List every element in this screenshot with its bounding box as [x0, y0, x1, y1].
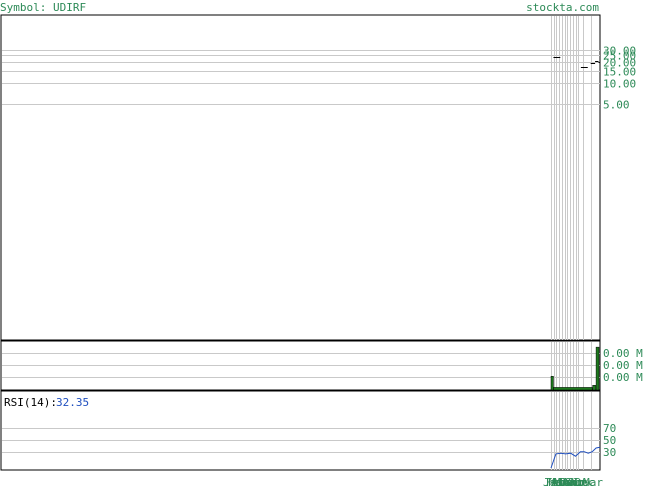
x-tick-label: Jan: [543, 476, 563, 486]
price-tick-label: 15.00: [603, 66, 636, 79]
x-tick-label: Nov: [570, 476, 590, 486]
site-name: stockta.com: [526, 1, 599, 14]
x-tick-label: Dec: [575, 476, 595, 486]
x-tick-label: Mar: [548, 476, 568, 486]
rsi-value: 32.35: [56, 396, 89, 409]
volume-tick-label: 0.00 M: [603, 371, 643, 384]
x-tick-label: Mar: [583, 476, 603, 486]
volume-bar: [550, 376, 554, 391]
x-tick-label: May: [554, 476, 574, 486]
volume-bar: [592, 385, 596, 391]
price-tick-label: 30.00: [603, 45, 636, 58]
volume-tick-label: 0.00 M: [603, 347, 643, 360]
price-tick-label: 5.00: [603, 99, 630, 112]
rsi-tick-label: 50: [603, 434, 616, 447]
rsi-line: [550, 446, 601, 469]
x-tick-label: Jun: [557, 476, 577, 486]
symbol-label: Symbol: UDIRF: [0, 1, 86, 14]
x-tick-label: Sep: [565, 476, 585, 486]
price-tick-label: 10.00: [603, 78, 636, 91]
x-tick-label: Feb: [546, 476, 566, 486]
x-tick-label: Oct: [568, 476, 588, 486]
x-tick-label: Apr: [551, 476, 571, 486]
rsi-frame: [0, 390, 601, 471]
price-frame: [0, 14, 601, 341]
volume-bar: [595, 346, 600, 391]
volume-bar: [553, 387, 593, 391]
rsi-label: RSI(14):: [4, 396, 57, 409]
price-tick-label: 25.00: [603, 50, 636, 63]
x-tick-label: Jul: [559, 476, 579, 486]
price-tick-label: 20.00: [603, 57, 636, 70]
rsi-tick-label: 70: [603, 422, 616, 435]
volume-panel: 0.00 M0.00 M0.00 M: [0, 340, 643, 391]
x-tick-label: Aug: [562, 476, 582, 486]
volume-tick-label: 0.00 M: [603, 359, 643, 372]
rsi-tick-label: 30: [603, 446, 616, 459]
